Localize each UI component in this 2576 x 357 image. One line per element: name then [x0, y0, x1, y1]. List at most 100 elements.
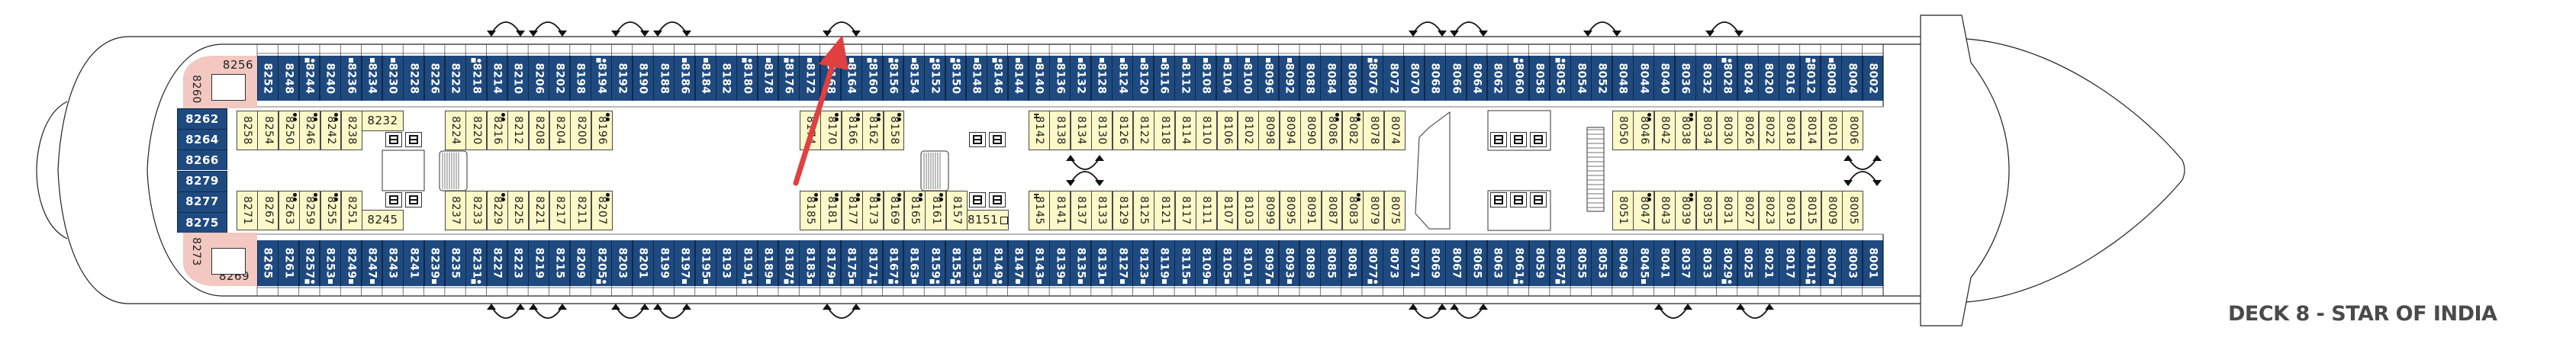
cabin-8187[interactable]: 8187 [778, 240, 800, 286]
cabin-8147[interactable]: 8147 [1007, 240, 1029, 286]
cabin-8225[interactable]: 8225 [507, 191, 530, 230]
cabin-8005[interactable]: 8005 [1842, 191, 1864, 230]
cabin-8193[interactable]: 8193 [716, 240, 737, 286]
cabin-8016[interactable]: 8016 [1779, 56, 1801, 101]
cabin-8183[interactable]: 8183 [799, 240, 821, 286]
cabin-8250[interactable]: 8250 [278, 111, 300, 150]
cabin-8138[interactable]: 8138 [1049, 111, 1071, 150]
cabin-8152[interactable]: 8152 [924, 56, 946, 101]
cabin-8085[interactable]: 8085 [1320, 240, 1342, 286]
cabin-8232[interactable]: 8232 [362, 111, 404, 131]
cabin-8042[interactable]: 8042 [1653, 111, 1676, 150]
cabin-8223[interactable]: 8223 [507, 240, 529, 286]
cabin-8202[interactable]: 8202 [549, 56, 571, 101]
cabin-8203[interactable]: 8203 [611, 240, 633, 286]
cabin-8174[interactable]: 8174 [800, 111, 821, 150]
cabin-8015[interactable]: 8015 [1800, 191, 1822, 230]
cabin-8128[interactable]: 8128 [1090, 56, 1113, 101]
cabin-8162[interactable]: 8162 [862, 111, 884, 150]
cabin-8115[interactable]: 8115 [1174, 240, 1196, 286]
suite-8273[interactable]: 8273 [185, 233, 208, 271]
cabin-8109[interactable]: 8109 [1195, 240, 1217, 286]
cabin-8082[interactable]: 8082 [1342, 111, 1364, 150]
cabin-8130[interactable]: 8130 [1091, 111, 1113, 150]
cabin-8008[interactable]: 8008 [1821, 56, 1842, 101]
cabin-8151[interactable]: 8151 [967, 210, 1009, 230]
cabin-8231[interactable]: 8231 [465, 240, 487, 286]
cabin-8277[interactable]: 8277 [177, 191, 227, 212]
cabin-8169[interactable]: 8169 [883, 191, 905, 230]
cabin-8190[interactable]: 8190 [632, 56, 654, 101]
cabin-8123[interactable]: 8123 [1132, 240, 1154, 286]
cabin-8096[interactable]: 8096 [1257, 56, 1280, 101]
cabin-8026[interactable]: 8026 [1737, 111, 1760, 150]
cabin-8204[interactable]: 8204 [549, 111, 571, 150]
cabin-8021[interactable]: 8021 [1758, 240, 1779, 286]
cabin-8186[interactable]: 8186 [674, 56, 696, 101]
cabin-8219[interactable]: 8219 [528, 240, 549, 286]
cabin-8136[interactable]: 8136 [1049, 56, 1071, 101]
cabin-8175[interactable]: 8175 [840, 240, 862, 286]
cabin-8074[interactable]: 8074 [1383, 111, 1406, 150]
cabin-8258[interactable]: 8258 [237, 111, 258, 150]
elevator-icon[interactable] [385, 192, 402, 207]
cabin-8237[interactable]: 8237 [445, 191, 466, 230]
elevator-icon[interactable] [405, 192, 422, 207]
cabin-8249[interactable]: 8249 [340, 240, 362, 286]
cabin-8084[interactable]: 8084 [1320, 56, 1342, 101]
cabin-8217[interactable]: 8217 [549, 191, 571, 230]
cabin-8129[interactable]: 8129 [1112, 191, 1134, 230]
elevator-icon[interactable] [1530, 132, 1547, 147]
cabin-8252[interactable]: 8252 [257, 56, 279, 101]
cabin-8030[interactable]: 8030 [1717, 111, 1738, 150]
cabin-8247[interactable]: 8247 [361, 240, 383, 286]
cabin-8072[interactable]: 8072 [1383, 56, 1405, 101]
cabin-8201[interactable]: 8201 [632, 240, 654, 286]
cabin-8101[interactable]: 8101 [1237, 240, 1258, 286]
cabin-8105[interactable]: 8105 [1216, 240, 1238, 286]
cabin-8139[interactable]: 8139 [1049, 240, 1071, 286]
elevator-icon[interactable] [1490, 132, 1507, 147]
cabin-8066[interactable]: 8066 [1445, 56, 1467, 101]
cabin-8012[interactable]: 8012 [1799, 56, 1821, 101]
cabin-8179[interactable]: 8179 [819, 240, 842, 286]
cabin-8158[interactable]: 8158 [883, 111, 905, 150]
suite-8256[interactable]: 8256 [219, 56, 257, 74]
cabin-8083[interactable]: 8083 [1342, 191, 1364, 230]
cabin-8063[interactable]: 8063 [1486, 240, 1509, 286]
cabin-8191[interactable]: 8191 [736, 240, 758, 286]
cabin-8078[interactable]: 8078 [1363, 111, 1385, 150]
cabin-8023[interactable]: 8023 [1758, 191, 1780, 230]
cabin-8126[interactable]: 8126 [1112, 111, 1134, 150]
cabin-8054[interactable]: 8054 [1570, 56, 1592, 101]
cabin-8172[interactable]: 8172 [799, 56, 821, 101]
cabin-8110[interactable]: 8110 [1196, 111, 1218, 150]
cabin-8163[interactable]: 8163 [903, 240, 925, 286]
cabin-8093[interactable]: 8093 [1278, 240, 1300, 286]
cabin-8040[interactable]: 8040 [1653, 56, 1676, 101]
cabin-8120[interactable]: 8120 [1132, 56, 1154, 101]
cabin-8081[interactable]: 8081 [1341, 240, 1363, 286]
cabin-8148[interactable]: 8148 [965, 56, 987, 101]
cabin-8017[interactable]: 8017 [1779, 240, 1801, 286]
cabin-8020[interactable]: 8020 [1758, 56, 1779, 101]
cabin-8265[interactable]: 8265 [257, 240, 279, 286]
cabin-8144[interactable]: 8144 [1007, 56, 1029, 101]
cabin-8091[interactable]: 8091 [1300, 191, 1322, 230]
cabin-8197[interactable]: 8197 [674, 240, 696, 286]
cabin-8131[interactable]: 8131 [1090, 240, 1113, 286]
cabin-8039[interactable]: 8039 [1675, 191, 1697, 230]
cabin-8107[interactable]: 8107 [1216, 191, 1238, 230]
cabin-8092[interactable]: 8092 [1278, 56, 1300, 101]
cabin-8149[interactable]: 8149 [987, 240, 1008, 286]
cabin-8036[interactable]: 8036 [1674, 56, 1696, 101]
cabin-8071[interactable]: 8071 [1403, 240, 1425, 286]
cabin-8166[interactable]: 8166 [841, 111, 863, 150]
cabin-8108[interactable]: 8108 [1195, 56, 1217, 101]
cabin-8230[interactable]: 8230 [382, 56, 404, 101]
cabin-8041[interactable]: 8041 [1653, 240, 1676, 286]
cabin-8159[interactable]: 8159 [924, 240, 946, 286]
cabin-8077[interactable]: 8077 [1361, 240, 1383, 286]
cabin-8244[interactable]: 8244 [298, 56, 320, 101]
cabin-8165[interactable]: 8165 [904, 191, 926, 230]
